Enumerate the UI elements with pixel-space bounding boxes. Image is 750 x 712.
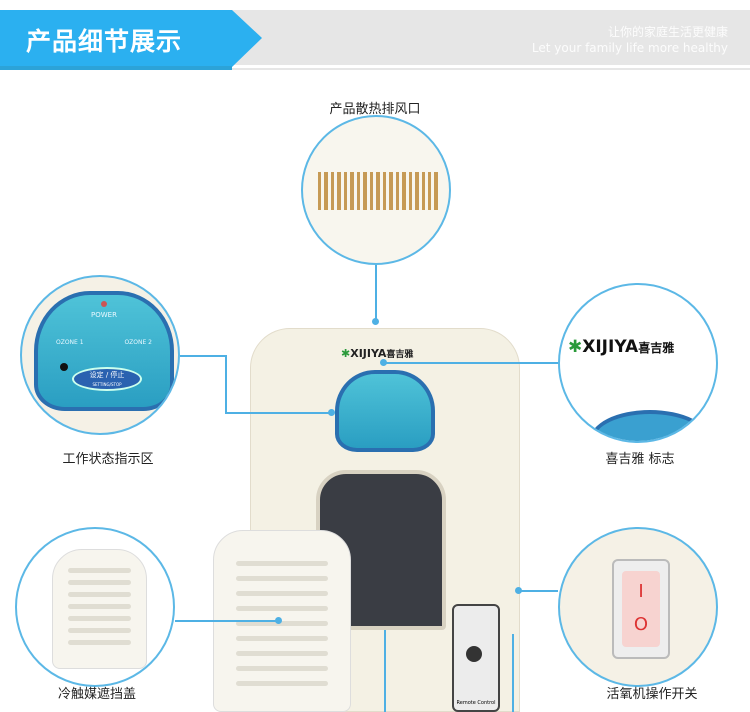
logo-icon: ✱	[568, 337, 583, 357]
header-title-tab	[0, 10, 262, 67]
connector-dot	[372, 318, 379, 325]
connector-line	[175, 620, 277, 622]
power-label: POWER	[91, 311, 117, 319]
sensor-icon	[60, 363, 68, 371]
connector-line	[512, 634, 514, 712]
vent-label: 产品散热排风口	[329, 102, 421, 117]
connector-line	[520, 590, 558, 592]
divider	[0, 66, 232, 70]
slogan-en: Let your family life more healthy	[531, 41, 728, 55]
switch-label: 活氧机操作开关	[606, 687, 698, 702]
cover-label: 冷触媒遮挡盖	[57, 687, 137, 702]
brand-logo: ✱XIJIYA喜吉雅	[568, 337, 675, 357]
connector-dot	[328, 409, 335, 416]
connector-line	[384, 630, 386, 712]
ozone2-label: OZONE 2	[124, 339, 152, 346]
connector-line	[375, 265, 377, 320]
remote-control: Remote Control	[452, 604, 500, 712]
logo-detail-circle: ✱XIJIYA喜吉雅	[558, 283, 718, 443]
connector-dot	[515, 587, 522, 594]
connector-line	[225, 355, 227, 413]
device-control-panel	[335, 370, 435, 452]
device-logo: ✱XIJIYA喜吉雅	[341, 347, 414, 360]
divider	[232, 68, 750, 70]
panel-edge	[590, 410, 710, 441]
cover-detail-circle	[15, 527, 175, 687]
slogan: 让你的家庭生活更健康 Let your family life more heal…	[532, 24, 728, 56]
power-led	[101, 301, 107, 307]
vent-slots	[318, 172, 438, 210]
logo-label: 喜吉雅 标志	[605, 452, 675, 467]
ozone1-label: OZONE 1	[56, 339, 84, 346]
connector-line	[384, 362, 559, 364]
vent-detail-circle	[301, 115, 451, 265]
header-banner	[230, 10, 750, 65]
section-title: 产品细节展示	[26, 27, 183, 56]
cover-image	[52, 549, 147, 669]
slogan-cn: 让你的家庭生活更健康	[607, 25, 728, 39]
connector-dot	[380, 359, 387, 366]
connector-line	[225, 412, 331, 414]
remote-label: Remote Control	[456, 700, 496, 706]
connector-dot	[275, 617, 282, 624]
connector-line	[180, 355, 226, 357]
indicator-label: 工作状态指示区	[62, 452, 154, 467]
